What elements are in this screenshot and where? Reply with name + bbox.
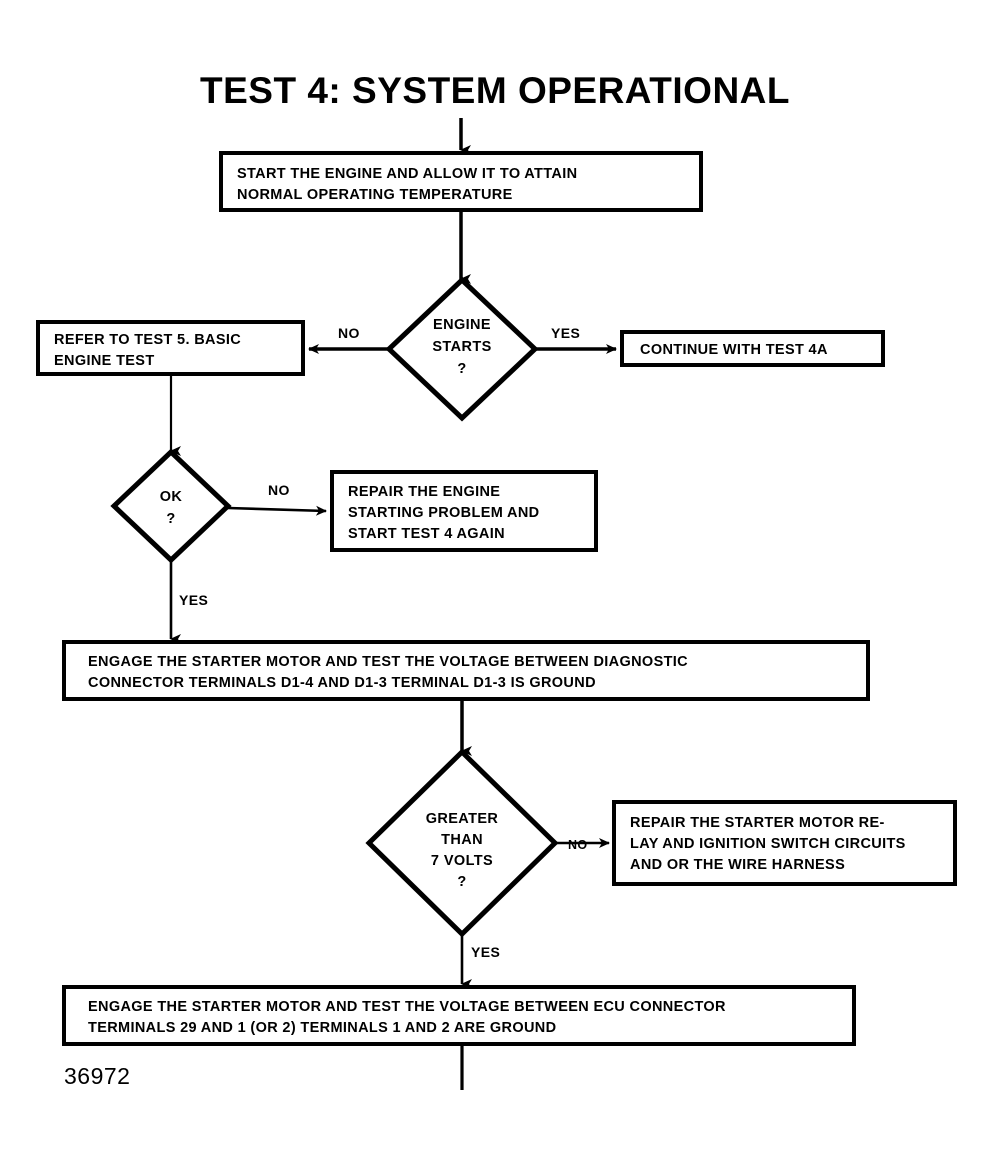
node-refer-test5: REFER TO TEST 5. BASIC ENGINE TEST — [36, 320, 305, 376]
node-start-engine-text: START THE ENGINE AND ALLOW IT TO ATTAIN … — [237, 166, 578, 203]
node-continue-test4a-text: CONTINUE WITH TEST 4A — [640, 342, 828, 358]
node-ok-text: OK ? — [159, 489, 183, 527]
edge-label-volts-no: NO — [568, 838, 588, 852]
node-engage-starter-ecu-text: ENGAGE THE STARTER MOTOR AND TEST THE VO… — [88, 999, 726, 1036]
node-engine-starts-text: ENGINE STARTS ? — [432, 317, 492, 377]
node-start-engine: START THE ENGINE AND ALLOW IT TO ATTAIN … — [219, 151, 703, 212]
figure-reference: 36972 — [64, 1063, 131, 1089]
edge-label-ok-no: NO — [268, 482, 290, 498]
node-engage-starter-diagnostic: ENGAGE THE STARTER MOTOR AND TEST THE VO… — [62, 640, 870, 701]
node-greater-than-7-volts-text: GREATER THAN 7 VOLTS ? — [425, 811, 499, 890]
edge-label-engine-starts-yes: YES — [551, 325, 581, 341]
node-engage-starter-ecu: ENGAGE THE STARTER MOTOR AND TEST THE VO… — [62, 985, 856, 1046]
node-refer-test5-text: REFER TO TEST 5. BASIC ENGINE TEST — [54, 332, 242, 369]
node-repair-relay-ignition: REPAIR THE STARTER MOTOR RE- LAY AND IGN… — [612, 800, 957, 886]
node-continue-test4a: CONTINUE WITH TEST 4A — [620, 330, 885, 367]
node-repair-relay-ignition-text: REPAIR THE STARTER MOTOR RE- LAY AND IGN… — [630, 815, 906, 873]
node-repair-engine-start-text: REPAIR THE ENGINE STARTING PROBLEM AND S… — [348, 484, 540, 542]
node-engage-starter-diagnostic-text: ENGAGE THE STARTER MOTOR AND TEST THE VO… — [88, 654, 688, 691]
edge-label-ok-yes: YES — [179, 592, 209, 608]
edge-label-volts-yes: YES — [471, 944, 501, 960]
node-repair-engine-start: REPAIR THE ENGINE STARTING PROBLEM AND S… — [330, 470, 598, 552]
edge-label-engine-starts-no: NO — [338, 325, 360, 341]
page-title: TEST 4: SYSTEM OPERATIONAL — [200, 70, 790, 111]
